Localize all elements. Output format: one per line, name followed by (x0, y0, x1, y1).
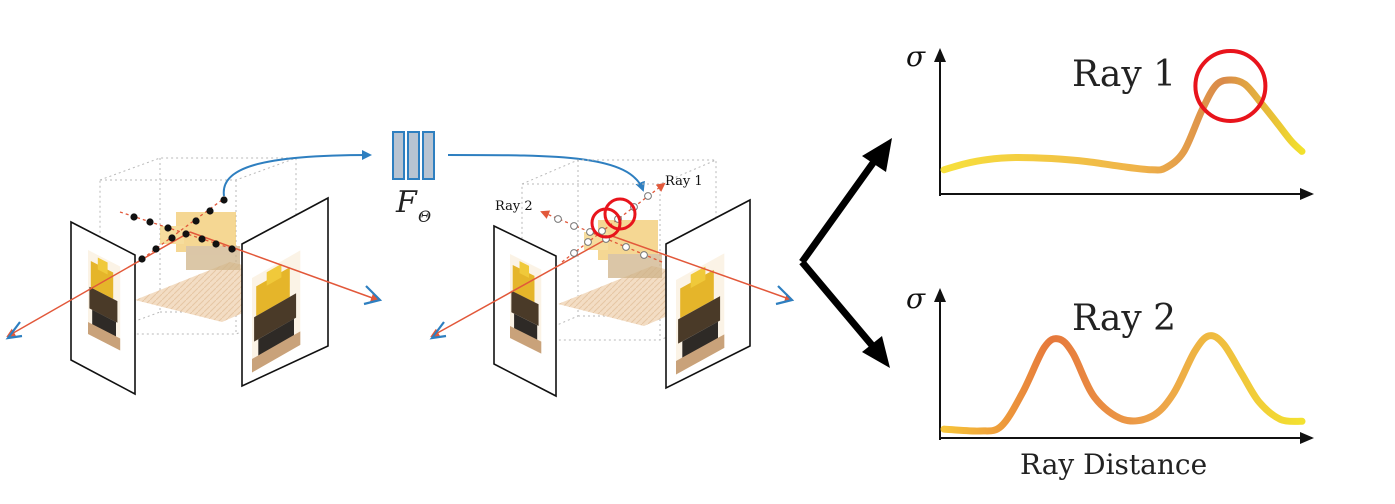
ray-2-label: Ray 2 (495, 199, 533, 214)
mlp-network: F Θ (222, 131, 645, 226)
ray-1-label: Ray 1 (665, 174, 703, 189)
ray-2-line (540, 210, 663, 263)
right-scene: Ray 1 Ray 2 (429, 159, 795, 398)
peak-highlight-circle (1193, 49, 1268, 123)
camera-ray-right (189, 231, 380, 302)
mlp-subscript: Θ (418, 207, 431, 226)
sigma-label-top: σ (906, 40, 926, 73)
camera-icon-left (5, 321, 23, 340)
density-highlight-circle-2 (590, 207, 622, 239)
image-thumbnail-left-2 (510, 254, 542, 354)
density-curve-ray-2 (940, 332, 1306, 435)
image-thumbnail-left (88, 250, 121, 351)
plot-title-top: Ray 1 (1072, 54, 1176, 95)
camera-ray-right-2 (611, 235, 794, 302)
network-layers-icon (392, 131, 435, 180)
camera-ray-left-2 (430, 235, 613, 337)
sample-points (130, 196, 236, 263)
mlp-label: F (395, 185, 418, 220)
plot-title-bottom: Ray 2 (1072, 298, 1176, 339)
camera-icon-right (363, 285, 383, 306)
x-axis-label: Ray Distance (1020, 448, 1207, 481)
split-arrows (799, 138, 892, 368)
sample-ray-a (119, 211, 237, 251)
flow-arrow-to-network (222, 150, 372, 197)
density-plot-top: σ Ray 1 (906, 40, 1314, 200)
camera-icon-left-2 (429, 321, 447, 340)
camera-ray-left (6, 231, 191, 337)
camera-icon-right-2 (775, 285, 795, 306)
sigma-label-bottom: σ (906, 282, 926, 315)
bulldozer-ghost (160, 212, 240, 270)
density-plot-bottom: σ Ray 2 Ray Distance (906, 282, 1314, 481)
left-scene (5, 157, 383, 396)
flow-arrow-from-network (447, 154, 645, 192)
